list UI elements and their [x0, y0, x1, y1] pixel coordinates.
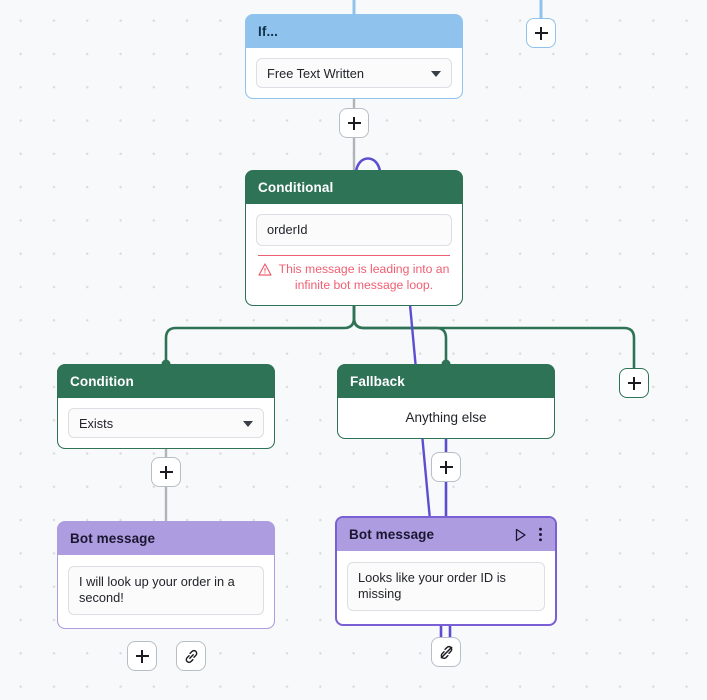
plus-icon: [135, 649, 149, 663]
node-bot-message-left-title: Bot message: [70, 531, 156, 546]
plus-icon: [627, 376, 641, 390]
infinite-loop-error-text: This message is leading into an infinite…: [278, 262, 450, 293]
link-button-below-bot-left[interactable]: [176, 641, 206, 671]
node-bot-message-right-header: Bot message: [337, 518, 555, 551]
bot-message-right-text-value: Looks like your order ID is missing: [358, 570, 506, 602]
node-fallback-header: Fallback: [338, 365, 554, 398]
add-node-button-top-right[interactable]: [526, 18, 556, 48]
warning-triangle-icon: [258, 263, 272, 294]
play-icon[interactable]: [514, 528, 527, 542]
node-header-actions: [514, 527, 543, 542]
link-icon: [183, 648, 200, 665]
node-conditional[interactable]: Conditional orderId This message is lead…: [245, 170, 463, 307]
bot-message-left-text[interactable]: I will look up your order in a second!: [68, 566, 264, 615]
node-fallback-body: Anything else: [338, 398, 554, 438]
unlink-icon: [438, 644, 455, 661]
add-node-button-below-fallback[interactable]: [431, 452, 461, 482]
free-text-written-select-value: Free Text Written: [267, 65, 364, 81]
order-id-input-value: orderId: [267, 222, 308, 237]
plus-icon: [159, 465, 173, 479]
node-condition[interactable]: Condition Exists: [57, 364, 275, 449]
node-if[interactable]: If... Free Text Written: [245, 14, 463, 99]
add-node-button-right-branch[interactable]: [619, 368, 649, 398]
node-condition-body: Exists: [58, 398, 274, 448]
chevron-down-icon: [243, 421, 253, 427]
node-if-title: If...: [258, 24, 278, 39]
node-conditional-header: Conditional: [246, 171, 462, 204]
error-block: This message is leading into an infinite…: [256, 256, 452, 295]
exists-select-value: Exists: [79, 415, 114, 431]
bot-message-left-text-value: I will look up your order in a second!: [79, 574, 235, 606]
chevron-down-icon: [431, 71, 441, 77]
error-divider: [258, 255, 450, 257]
node-condition-header: Condition: [58, 365, 274, 398]
node-bot-message-right-body: Looks like your order ID is missing: [337, 551, 555, 624]
order-id-input[interactable]: orderId: [256, 214, 452, 247]
node-bot-message-left[interactable]: Bot message I will look up your order in…: [57, 521, 275, 629]
more-vertical-icon[interactable]: [538, 527, 543, 542]
add-node-button-below-bot-left[interactable]: [127, 641, 157, 671]
node-bot-message-left-body: I will look up your order in a second!: [58, 555, 274, 628]
node-conditional-title: Conditional: [258, 180, 334, 195]
node-bot-message-right-title: Bot message: [349, 527, 435, 542]
node-fallback-title: Fallback: [350, 374, 405, 389]
plus-icon: [534, 26, 548, 40]
free-text-written-select[interactable]: Free Text Written: [256, 58, 452, 88]
node-bot-message-right[interactable]: Bot message Looks like your o: [335, 516, 557, 626]
plus-icon: [439, 460, 453, 474]
node-bot-message-left-header: Bot message: [58, 522, 274, 555]
node-fallback[interactable]: Fallback Anything else: [337, 364, 555, 439]
bot-message-right-text[interactable]: Looks like your order ID is missing: [347, 562, 545, 611]
add-node-button-below-condition[interactable]: [151, 457, 181, 487]
fallback-value: Anything else: [405, 410, 487, 425]
node-condition-title: Condition: [70, 374, 134, 389]
node-if-body: Free Text Written: [246, 48, 462, 98]
unlink-button-below-bot-right[interactable]: [431, 637, 461, 667]
node-conditional-body: orderId This message is leading into an …: [246, 204, 462, 306]
node-if-header: If...: [246, 15, 462, 48]
add-node-button-below-if[interactable]: [339, 108, 369, 138]
plus-icon: [347, 116, 361, 130]
exists-select[interactable]: Exists: [68, 408, 264, 438]
